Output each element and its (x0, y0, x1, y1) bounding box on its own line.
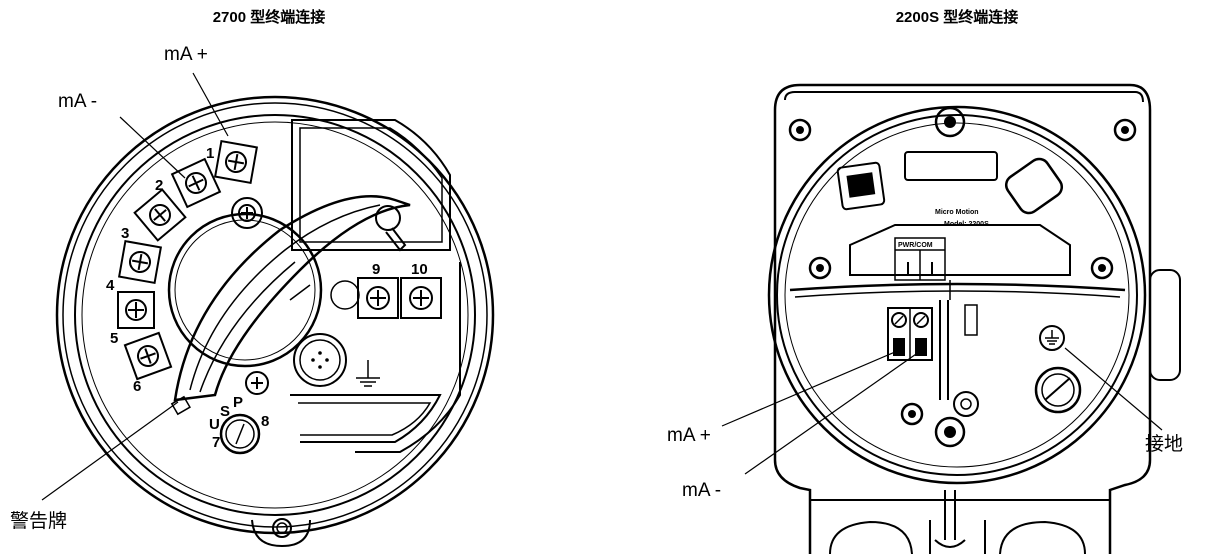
terminal-10 (400, 277, 442, 319)
divider-band (789, 280, 1126, 300)
terminal-number-4: 4 (106, 277, 115, 294)
ground-screw-icon (1039, 325, 1065, 351)
terminal-1 (213, 139, 259, 185)
terminal-3 (133, 188, 187, 242)
ground-symbol-icon (356, 360, 380, 387)
callout-ma-minus-2700: mA - (58, 91, 97, 112)
callout-ma-plus-2700: mA + (164, 44, 208, 65)
model-2200s-diagram: 2200S 型终端连接 (667, 8, 1183, 554)
callout-ma-minus-2200s: mA - (682, 480, 721, 501)
model-2200s-title: 2200S 型终端连接 (896, 8, 1019, 26)
inner-cover-2200s (767, 105, 1147, 485)
terminal-number-9: 9 (372, 261, 380, 278)
terminal-strip-2700: 1 2 3 4 5 6 (106, 139, 259, 395)
port-letter-s: S (220, 403, 230, 420)
port-letter-p: P (233, 394, 243, 411)
port-letter-u: U (209, 416, 220, 433)
pwr-com-text: PWR/COM (898, 242, 933, 249)
terminal-6 (123, 331, 173, 381)
terminal-4 (117, 239, 163, 285)
terminal-number-10: 10 (411, 261, 428, 278)
service-port: U S P 7 8 (209, 394, 269, 455)
terminal-block-2200s (887, 300, 979, 448)
terminal-number-5: 5 (110, 330, 118, 347)
small-screw (245, 371, 269, 395)
terminal-9 (357, 277, 399, 319)
terminals-9-10: 9 10 (330, 261, 442, 319)
bottom-fitting (934, 490, 966, 548)
terminal-2 (170, 157, 222, 209)
callout-ma-plus-2200s: mA + (667, 425, 711, 446)
port-number-7: 7 (212, 434, 220, 451)
inner-compartment-2700 (167, 119, 461, 453)
callout-ground: 接地 (1145, 433, 1183, 455)
warning-flap (170, 195, 411, 416)
callout-warning-sign: 警告牌 (10, 510, 67, 532)
label-panel: Micro Motion Model: 2200S PWR/COM (808, 209, 1114, 281)
terminal-number-3: 3 (121, 225, 129, 242)
terminal-5 (117, 291, 155, 329)
housing-2700 (55, 95, 495, 548)
cable-gland-2200s (1034, 366, 1082, 414)
model-2700-title: 2700 型终端连接 (213, 8, 326, 26)
housing-2200s (773, 83, 1181, 554)
cable-gland-knob (293, 333, 347, 387)
center-screw (231, 197, 263, 229)
model-2700-diagram: 2700 型终端连接 (10, 8, 495, 548)
terminal-number-2: 2 (155, 177, 163, 194)
terminal-number-6: 6 (133, 378, 141, 395)
terminal-number-1: 1 (206, 145, 214, 162)
brand-text: Micro Motion (935, 209, 979, 216)
model-text: Model: 2200S (944, 221, 989, 228)
port-number-8: 8 (261, 413, 269, 430)
